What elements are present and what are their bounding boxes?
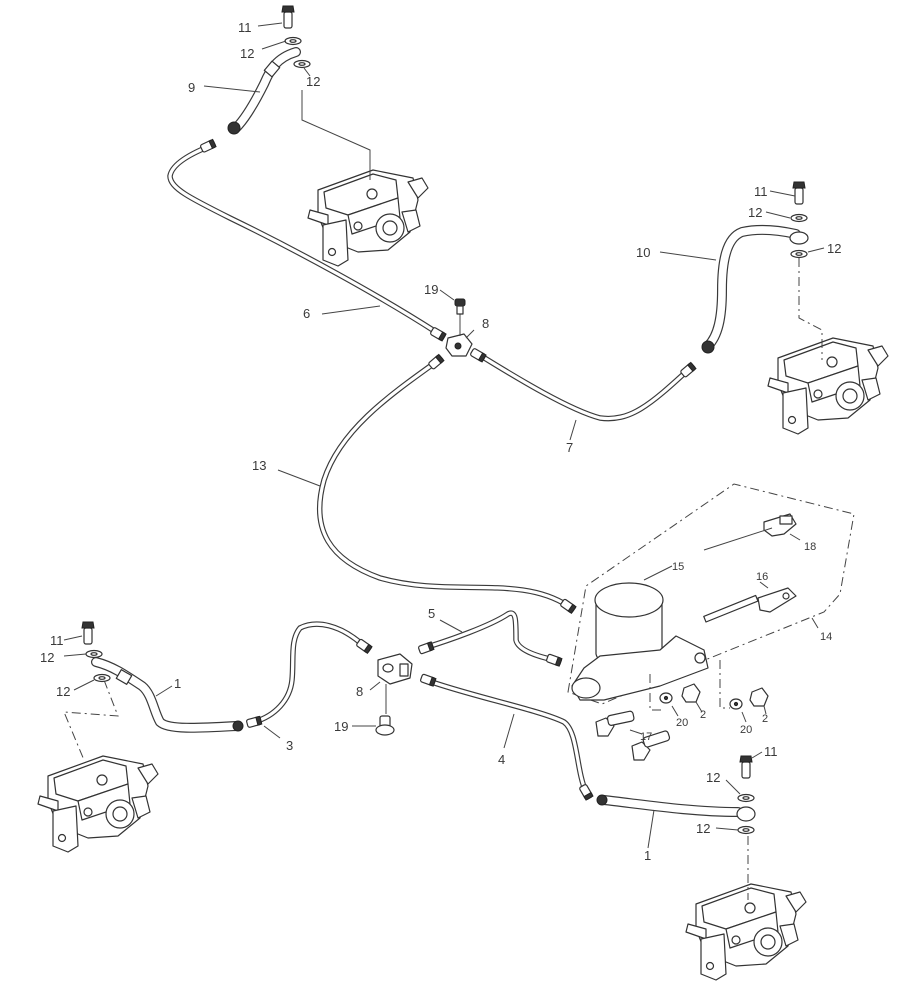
callout-11: 11 — [238, 20, 252, 35]
banjo-bolt-11[interactable] — [739, 755, 753, 779]
callout-8: 8 — [356, 684, 363, 699]
callout-17: 17 — [640, 731, 652, 743]
callout-20: 20 — [676, 717, 688, 729]
callout-19: 19 — [334, 719, 348, 734]
brake-caliper[interactable] — [307, 169, 429, 267]
brake-pipe-4[interactable] — [419, 673, 594, 801]
nut-2[interactable] — [681, 683, 701, 703]
junction-block-8[interactable] — [377, 653, 413, 685]
sealing-washer-12[interactable] — [790, 213, 808, 223]
callout-11: 11 — [50, 633, 64, 648]
callout-12: 12 — [240, 46, 254, 61]
callout-19: 19 — [424, 282, 438, 297]
callout-20: 20 — [740, 724, 752, 736]
master-cylinder-body[interactable] — [571, 635, 709, 701]
sealing-washer-12[interactable] — [737, 793, 755, 803]
caliper-top-left-group: 11 12 12 9 — [188, 5, 429, 267]
bolt-19[interactable] — [454, 298, 466, 315]
callout-12: 12 — [696, 821, 710, 836]
callout-12: 12 — [748, 205, 762, 220]
callout-2: 2 — [700, 709, 706, 721]
brake-hose-1[interactable] — [91, 657, 244, 733]
callout-12: 12 — [40, 650, 54, 665]
brake-pipe-7[interactable] — [469, 347, 697, 422]
bolt-17[interactable] — [595, 710, 635, 737]
brake-pipe-6[interactable] — [167, 138, 447, 342]
callout-18: 18 — [804, 541, 816, 553]
upper-pipe-group: 19 8 6 7 13 — [167, 138, 697, 614]
brake-caliper[interactable] — [685, 883, 807, 981]
brake-pipe-13[interactable] — [317, 353, 577, 614]
callout-5: 5 — [428, 606, 435, 621]
sealing-washer-12[interactable] — [284, 36, 302, 46]
washer-20[interactable] — [659, 692, 673, 704]
caliper-top-right-group: 11 12 12 10 — [636, 181, 889, 435]
callout-4: 4 — [498, 752, 505, 767]
brake-hose-1[interactable] — [596, 794, 756, 822]
callout-1: 1 — [644, 848, 651, 863]
callout-14: 14 — [820, 631, 832, 643]
callout-13: 13 — [252, 458, 266, 473]
callout-16: 16 — [756, 571, 768, 583]
bolt-17[interactable] — [631, 730, 671, 761]
callout-11: 11 — [764, 744, 778, 759]
brake-hose-10[interactable] — [701, 224, 809, 354]
brake-pipe-5[interactable] — [417, 610, 563, 667]
callout-2: 2 — [762, 713, 768, 725]
callout-3: 3 — [286, 738, 293, 753]
sealing-washer-12[interactable] — [293, 59, 311, 69]
callout-6: 6 — [303, 306, 310, 321]
caliper-lower-left-group: 11 12 12 1 — [37, 621, 244, 853]
brake-caliper[interactable] — [37, 755, 159, 853]
brake-hose-9[interactable] — [227, 47, 301, 135]
callout-7: 7 — [566, 440, 573, 455]
callout-12: 12 — [56, 684, 70, 699]
callout-9: 9 — [188, 80, 195, 95]
banjo-bolt-11[interactable] — [281, 5, 295, 29]
callout-8: 8 — [482, 316, 489, 331]
master-cylinder-assembly-14: 18 15 16 14 20 2 20 2 17 — [567, 483, 855, 761]
brake-pipe-3[interactable] — [245, 621, 373, 729]
callout-12: 12 — [306, 74, 320, 89]
washer-20[interactable] — [729, 698, 743, 710]
sealing-washer-12[interactable] — [737, 825, 755, 835]
callout-1: 1 — [174, 676, 181, 691]
sealing-washer-12[interactable] — [93, 673, 111, 683]
callout-12: 12 — [827, 241, 841, 256]
junction-block-8[interactable] — [445, 333, 473, 357]
lower-pipe-group: 5 8 19 4 3 — [245, 606, 594, 801]
callout-12: 12 — [706, 770, 720, 785]
sealing-washer-12[interactable] — [790, 249, 808, 259]
clip-18[interactable] — [763, 513, 797, 537]
callout-10: 10 — [636, 245, 650, 260]
callout-11: 11 — [754, 184, 768, 199]
callout-15: 15 — [672, 561, 684, 573]
brake-caliper[interactable] — [767, 337, 889, 435]
nut-2[interactable] — [749, 687, 769, 707]
push-rod-clevis-16[interactable] — [703, 587, 797, 623]
bolt-19[interactable] — [375, 715, 395, 736]
banjo-bolt-11[interactable] — [792, 181, 806, 205]
banjo-bolt-11[interactable] — [81, 621, 95, 645]
sealing-washer-12[interactable] — [85, 649, 103, 659]
caliper-lower-right-group: 11 12 12 1 — [596, 744, 807, 981]
